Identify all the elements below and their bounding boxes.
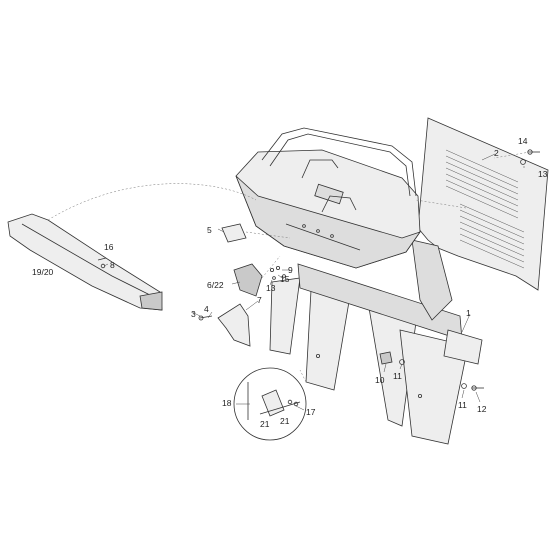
part-5-plate [221, 223, 247, 243]
callout-13b: 13 [538, 169, 548, 179]
bumper-strip [7, 213, 163, 311]
detail-inset [233, 367, 307, 441]
callout-2: 2 [494, 148, 499, 158]
main-frame [269, 239, 483, 445]
leader-lines [103, 153, 525, 411]
callout-11b: 11 [458, 400, 467, 410]
callout-3: 3 [191, 309, 196, 319]
callout-9: 9 [288, 265, 293, 275]
callout-19-20: 19/20 [32, 267, 54, 277]
callout-labels: 1 2 3 4 5 6/22 7 8 9 10 11 11 12 13 13 1… [32, 136, 548, 429]
callout-10: 10 [375, 375, 385, 385]
vent-panel [417, 117, 549, 291]
callout-8: 8 [110, 260, 115, 270]
callout-14: 14 [518, 136, 528, 146]
console-housing [235, 149, 422, 269]
part-6-bracket [233, 263, 263, 297]
callout-12: 12 [477, 404, 487, 414]
part-7-bracket [217, 303, 251, 347]
callout-21a: 21 [260, 419, 270, 429]
fasteners [97, 149, 540, 391]
callout-15: 15 [280, 274, 290, 284]
callout-13a: 13 [266, 283, 276, 293]
connection-lines [47, 151, 531, 383]
callout-1: 1 [466, 308, 471, 318]
callout-4: 4 [204, 304, 209, 314]
callout-11a: 11 [393, 371, 402, 381]
callout-16: 16 [104, 242, 114, 252]
callout-17: 17 [306, 407, 316, 417]
callout-7: 7 [257, 295, 262, 305]
callout-21b: 21 [280, 416, 290, 426]
callout-6-22: 6/22 [207, 280, 224, 290]
grab-handle [261, 127, 417, 213]
callout-18: 18 [222, 398, 232, 408]
callout-5: 5 [207, 225, 212, 235]
